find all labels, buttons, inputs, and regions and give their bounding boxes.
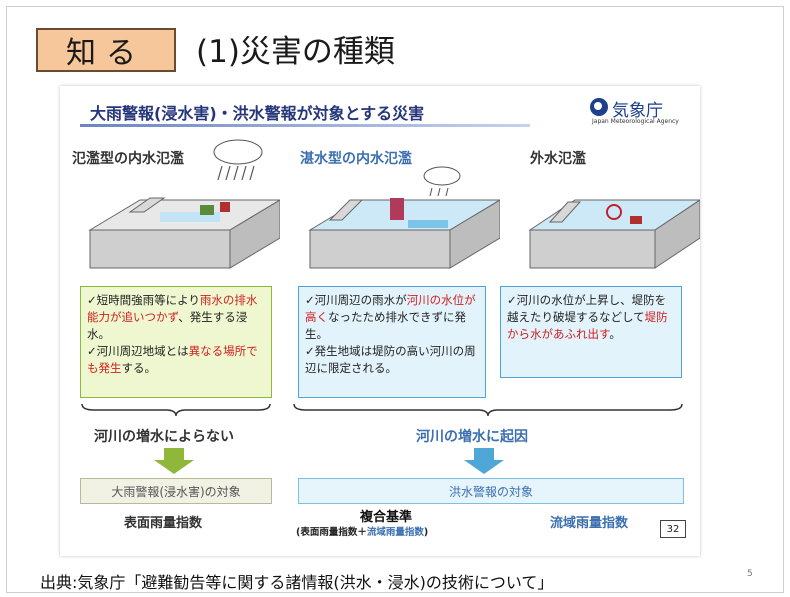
cause-not-river: 河川の増水によらない (94, 429, 234, 445)
box-inland-flood: ✓短時間強雨等により雨水の排水能力が追いつかず、発生する浸水。 ✓河川周辺地域と… (80, 286, 272, 398)
logo-english: Japan Meteorological Agency (592, 118, 679, 125)
brace-left (81, 403, 271, 417)
slide-page-number: 32 (660, 520, 686, 538)
box-river-flood: ✓河川の水位が上昇し、堤防を越えたり破堤するなどして堤防から水があふれ出す。 (500, 286, 682, 378)
rain-cloud-icon (213, 139, 263, 181)
box-ponding-flood: ✓河川周辺の雨水が河川の水位が高くなったため排水できずに発生。 ✓発生地域は堤防… (298, 286, 486, 398)
river-flood-illustration (528, 199, 700, 269)
brace-right (293, 403, 683, 417)
column-title-2: 湛水型の内水氾濫 (300, 151, 412, 167)
green-down-arrow-icon (154, 448, 194, 474)
cause-river-rise: 河川の増水に起因 (416, 429, 528, 445)
column-title-3: 外水氾濫 (530, 151, 586, 167)
box3-item-1: ✓河川の水位が上昇し、堤防を越えたり破堤するなどして堤防から水があふれ出す。 (507, 293, 668, 341)
source-citation: 出典:気象庁「避難勧告等に関する諸情報(洪水・浸水)の技術について」 (40, 573, 554, 592)
index-composite-sub: (表面雨量指数＋流域雨量指数) (296, 527, 429, 538)
index-basin-rain: 流域雨量指数 (550, 516, 629, 531)
index-composite: 複合基準 (360, 510, 413, 525)
target-flood-warning: 洪水警報の対象 (298, 478, 684, 504)
badge-label: 知る (36, 28, 176, 72)
target-heavy-rain-warning: 大雨警報(浸水害)の対象 (80, 478, 272, 504)
box2-item-2: ✓発生地域は堤防の高い河川の周辺に限定される。 (305, 344, 476, 375)
slide-panel: 大雨警報(浸水害)・洪水警報が対象とする災害 気象庁 Japan Meteoro… (60, 86, 700, 556)
header-rule (80, 124, 530, 127)
slide-frame (6, 6, 784, 593)
logo-name: 気象庁 (612, 101, 663, 121)
slide-header: 大雨警報(浸水害)・洪水警報が対象とする災害 (90, 104, 425, 123)
box1-item-2: ✓河川周辺地域とは異なる場所でも発生する。 (87, 344, 258, 375)
small-rain-cloud-icon (423, 166, 461, 197)
inland-flood-illustration (88, 197, 280, 269)
ponding-flood-illustration (308, 198, 500, 269)
blue-down-arrow-icon (464, 448, 504, 474)
page-number: 5 (747, 569, 753, 579)
page-title: (1)災害の種類 (196, 34, 395, 70)
box2-item-1: ✓河川周辺の雨水が河川の水位が高くなったため排水できずに発生。 (305, 293, 476, 341)
column-title-1: 氾濫型の内水氾濫 (72, 151, 184, 167)
jma-logo-icon (590, 98, 608, 116)
jma-logo: 気象庁 Japan Meteorological Agency (590, 96, 690, 128)
index-surface-rain: 表面雨量指数 (124, 516, 203, 531)
box1-item-1: ✓短時間強雨等により雨水の排水能力が追いつかず、発生する浸水。 (87, 293, 258, 341)
